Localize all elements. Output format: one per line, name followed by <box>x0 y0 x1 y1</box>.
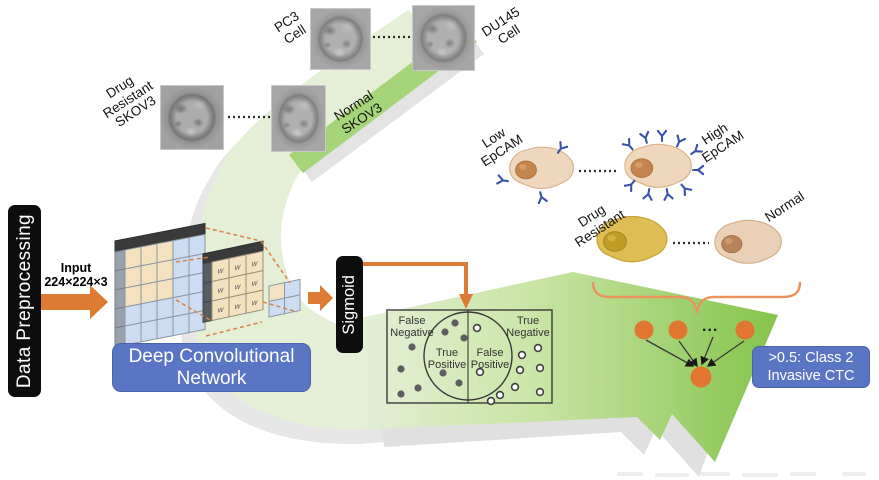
confusion-plot <box>386 309 553 406</box>
true-positive-label: True Positive <box>427 347 467 371</box>
grouping-brace <box>591 281 802 316</box>
input-arrow <box>36 285 108 319</box>
to-sigmoid-arrow <box>308 285 333 311</box>
svg-text:w: w <box>252 278 259 288</box>
negative-class-dots <box>472 323 545 406</box>
svg-text:w: w <box>218 265 225 275</box>
positive-class-dots <box>397 319 468 398</box>
sigmoid-label: Sigmoid <box>340 274 358 335</box>
watermark-fragments <box>617 472 866 477</box>
svg-text:w: w <box>218 304 225 314</box>
sigmoid-box: Sigmoid <box>336 256 363 353</box>
low-epcam-cell <box>509 146 575 190</box>
normal-cell <box>714 219 782 264</box>
classification-output-box: >0.5: Class 2 Invasive CTC <box>752 346 870 388</box>
data-preprocessing-box: Data Preprocessing <box>8 205 41 397</box>
sigmoid-elbow-arrow <box>363 262 473 309</box>
cnn-input-grid <box>114 222 206 348</box>
svg-text:w: w <box>252 258 259 268</box>
input-size-label: Input 224×224×3 <box>44 261 108 289</box>
pair-dotted-links <box>228 35 709 245</box>
high-epcam-cell <box>624 143 692 188</box>
normal-skov3-image <box>271 85 326 152</box>
du145-image <box>412 5 475 71</box>
deep-convolutional-network-box: Deep Convolutional Network <box>112 343 311 392</box>
cnn-output-grid <box>268 278 301 318</box>
swoosh-arrowhead <box>360 272 778 462</box>
hidden-units-ellipsis: ... <box>702 318 719 335</box>
svg-text:w: w <box>235 281 242 291</box>
cnn-mapping-lines <box>175 227 298 337</box>
false-positive-label: False Positive <box>470 347 510 371</box>
svg-text:w: w <box>235 301 242 311</box>
output-network <box>634 320 755 388</box>
drug-resistant-skov3-image <box>160 85 224 150</box>
true-negative-label: True Negative <box>506 315 550 339</box>
data-preprocessing-label: Data Preprocessing <box>13 213 35 389</box>
svg-text:w: w <box>235 262 242 272</box>
svg-text:w: w <box>252 297 259 307</box>
pc3-image <box>310 8 371 70</box>
drug-resistant-cell <box>596 216 668 263</box>
false-negative-label: False Negative <box>390 315 434 339</box>
svg-text:w: w <box>218 285 225 295</box>
